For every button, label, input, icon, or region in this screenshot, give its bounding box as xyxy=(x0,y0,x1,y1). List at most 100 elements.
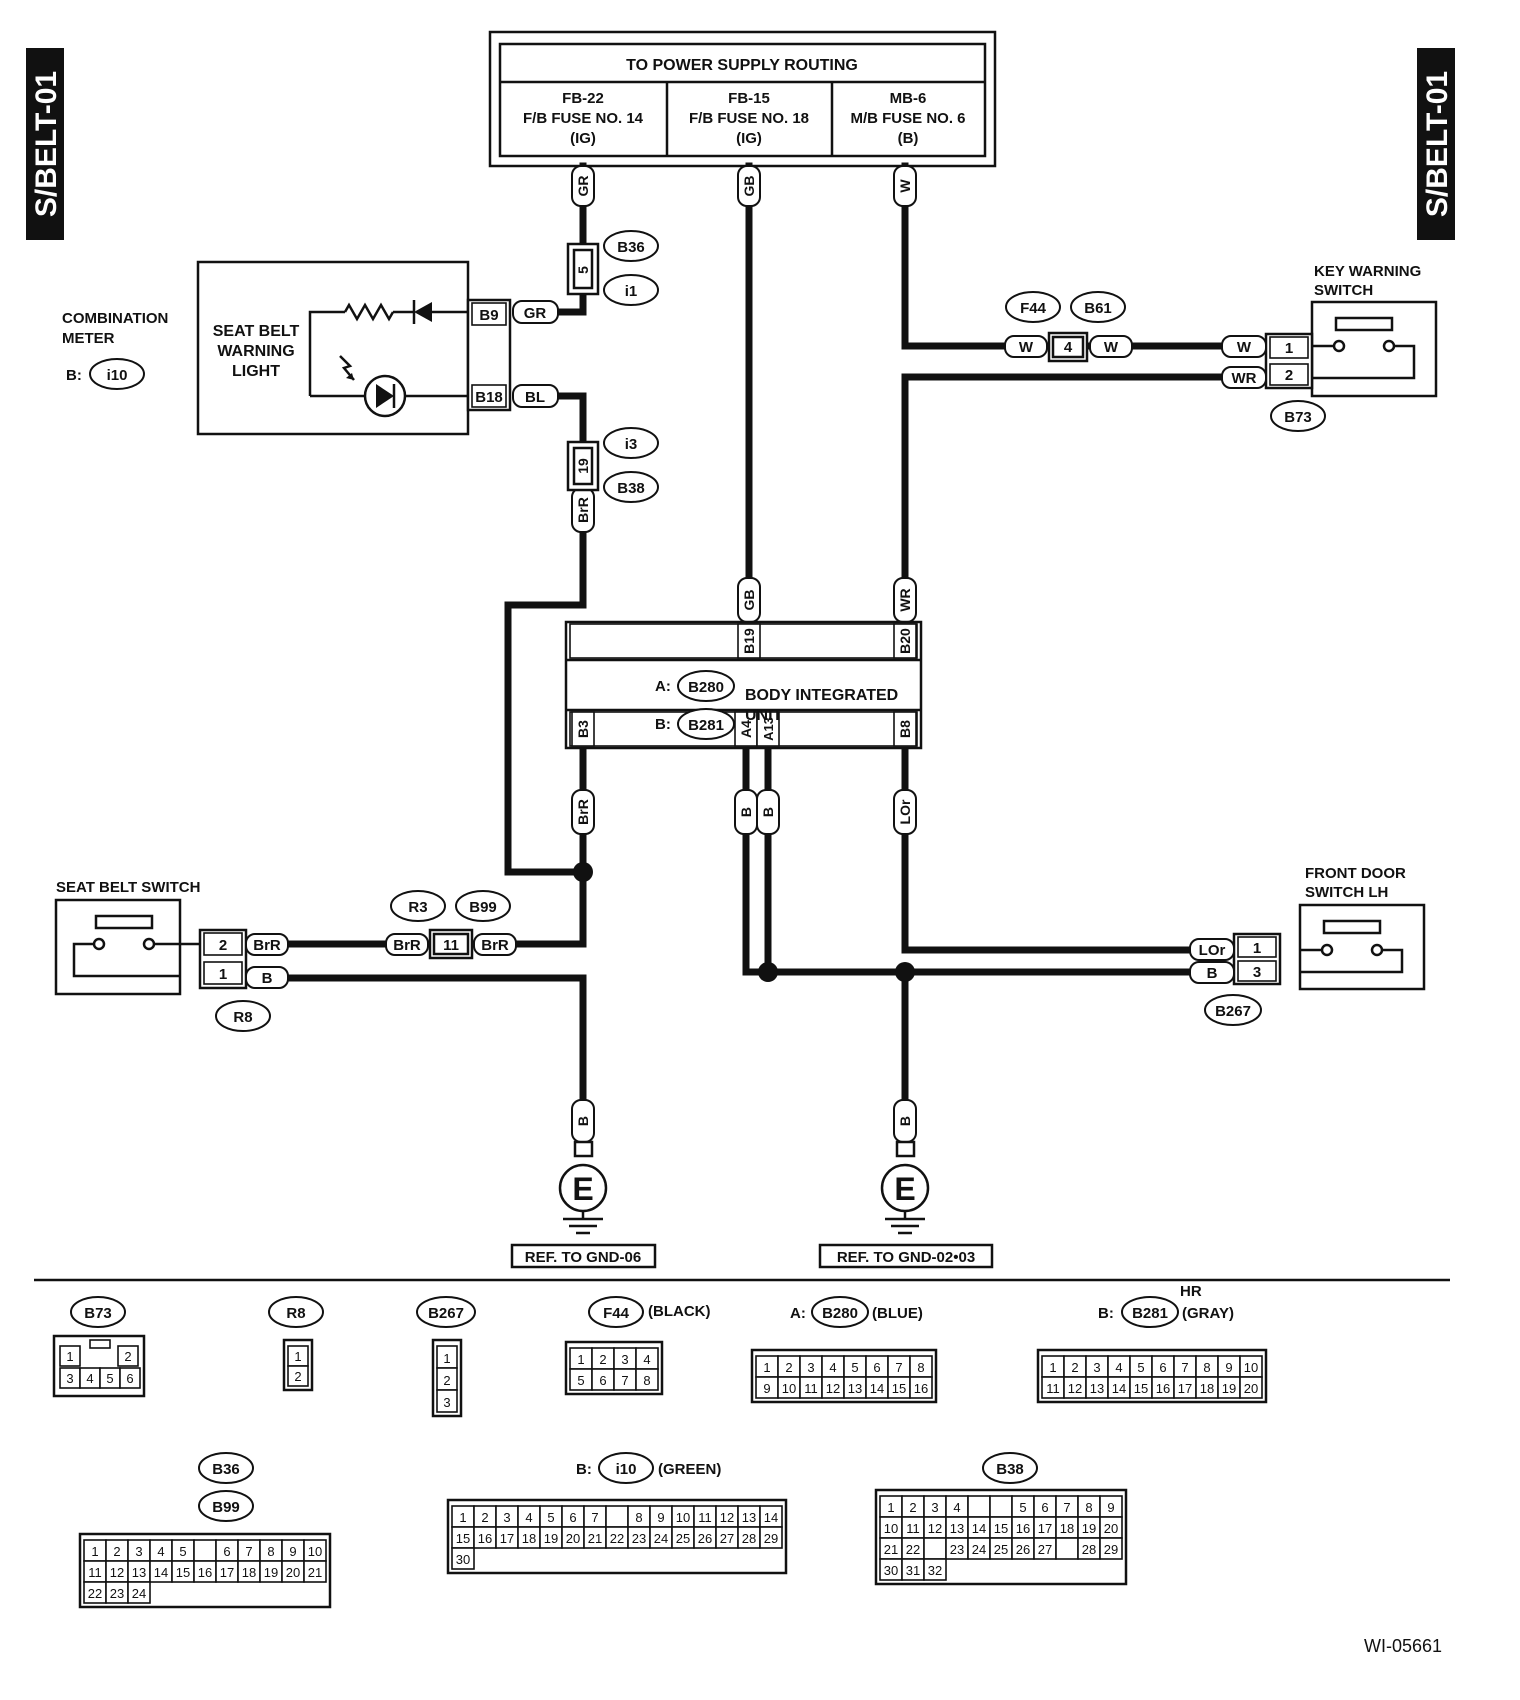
connector-view-i10-pin: 23 xyxy=(632,1531,646,1546)
connector-view-b38-pin: 29 xyxy=(1104,1542,1118,1557)
connector-view-b38-cell xyxy=(1055,1537,1079,1560)
connector-view-b38-pin: 24 xyxy=(972,1542,986,1557)
wire-tag-b-seat: B xyxy=(262,970,273,987)
connector-view-b36-b99-pin: 4 xyxy=(157,1544,164,1559)
connector-view-b36-b99-pin: 21 xyxy=(308,1565,322,1580)
connector-view-i10-pin: 29 xyxy=(764,1531,778,1546)
fuse-1-line2: F/B FUSE NO. 14 xyxy=(523,110,644,127)
connector-view-b38-pin: 25 xyxy=(994,1542,1008,1557)
wire-tag-b-a4-text: B xyxy=(738,807,754,817)
connector-view-i10-pin: 8 xyxy=(635,1510,642,1525)
wire-tag-gb-unit: GB xyxy=(737,577,761,623)
connector-view-i10-pin: 18 xyxy=(522,1531,536,1546)
cv-f44-title: F44 xyxy=(603,1305,630,1322)
wire-tag-gr-top: GR xyxy=(571,165,595,207)
unit-pin-a13: A13 xyxy=(761,717,776,741)
joint-i3-label: i3 xyxy=(625,436,638,453)
wire-tag-w-top-text: W xyxy=(897,179,913,193)
wire-tag-w-f44: W xyxy=(1019,339,1034,356)
connector-view-b280-cell xyxy=(909,1376,933,1399)
connector-view-b281-pin: 17 xyxy=(1178,1381,1192,1396)
wire-tag-b-door: B xyxy=(1207,965,1218,982)
connector-view-b281-pin: 20 xyxy=(1244,1381,1258,1396)
connector-view-i10-pin: 20 xyxy=(566,1531,580,1546)
fuse-3-line3: (B) xyxy=(898,130,919,147)
connector-view-b38-pin: 21 xyxy=(884,1542,898,1557)
connector-view-i10-pin: 7 xyxy=(591,1510,598,1525)
joint-r3-label: R3 xyxy=(408,899,427,916)
connector-view-b38-cell xyxy=(923,1537,947,1560)
connector-view-b36-b99-pin: 7 xyxy=(245,1544,252,1559)
connector-view-b280-pin: 7 xyxy=(895,1360,902,1375)
wire-tag-brr-b3: BrR xyxy=(571,789,595,835)
connector-view-b38-pin: 14 xyxy=(972,1521,986,1536)
connector-view-b38-pin: 1 xyxy=(887,1500,894,1515)
connector-view-b38-pin: 32 xyxy=(928,1563,942,1578)
connector-view-b36-b99-pin: 5 xyxy=(179,1544,186,1559)
cv-i10-color: (GREEN) xyxy=(658,1461,721,1478)
connector-view-b281-pin: 6 xyxy=(1159,1360,1166,1375)
connector-view-b267-pin: 3 xyxy=(443,1395,450,1410)
wire-tag-gr-top-text: GR xyxy=(575,176,591,197)
connector-view-b38-pin: 4 xyxy=(953,1500,960,1515)
connector-view-b280-pin: 16 xyxy=(914,1381,928,1396)
connector-view-b38-pin: 16 xyxy=(1016,1521,1030,1536)
joint-f44-b61: F44 B61 W 4 W xyxy=(1004,291,1133,363)
connector-view-b36-b99-pin: 11 xyxy=(88,1565,102,1580)
warning-light-line1: SEAT BELT xyxy=(213,323,300,340)
connector-view-b73-pin: 1 xyxy=(66,1349,73,1364)
connector-view-r8-pin: 1 xyxy=(294,1349,301,1364)
connector-view-b73-cell xyxy=(59,1345,81,1367)
connector-view-b38-pin: 8 xyxy=(1085,1500,1092,1515)
connector-view-b36-b99-pin: 13 xyxy=(132,1565,146,1580)
connector-view-b73-cell xyxy=(89,1339,111,1349)
connector-view-i10-pin: 11 xyxy=(698,1510,712,1525)
connector-view-b281-pin: 19 xyxy=(1222,1381,1236,1396)
connector-view-b281-pin: 16 xyxy=(1156,1381,1170,1396)
connector-view-b36-b99-pin: 17 xyxy=(220,1565,234,1580)
unit-conn-a-prefix: A: xyxy=(655,678,671,695)
joint-b61-label: B61 xyxy=(1084,300,1112,317)
connector-view-b280-pin: 4 xyxy=(829,1360,836,1375)
connector-view-b38-pin: 19 xyxy=(1082,1521,1096,1536)
power-supply-title: TO POWER SUPPLY ROUTING xyxy=(626,57,858,74)
connector-view-b267: B267 123 xyxy=(416,1296,476,1418)
connector-view-b281-pin: 15 xyxy=(1134,1381,1148,1396)
connector-view-b281-pin: 8 xyxy=(1203,1360,1210,1375)
wire-tag-wr-key: WR xyxy=(1232,370,1257,387)
wire-tag-b-gnd1-text: B xyxy=(575,1116,591,1126)
connector-view-i10-pin: 21 xyxy=(588,1531,602,1546)
door-switch-pin-1: 1 xyxy=(1253,940,1261,957)
joint-i3-b38: 19 i3 B38 xyxy=(566,427,659,503)
diagram-id: WI-05661 xyxy=(1364,1636,1442,1656)
ground-2-ref: REF. TO GND-02•03 xyxy=(837,1249,975,1266)
connector-view-b267-pin: 2 xyxy=(443,1373,450,1388)
connector-view-b38-pin: 15 xyxy=(994,1521,1008,1536)
seat-belt-switch: SEAT BELT SWITCH 2 1 BrR B R8 xyxy=(54,879,289,1032)
connector-view-b38-pin: 11 xyxy=(906,1521,920,1536)
connector-view-b280-pin: 2 xyxy=(785,1360,792,1375)
wire-tag-lor-door: LOr xyxy=(1199,942,1226,959)
connector-view-b73-pin: 5 xyxy=(106,1371,113,1386)
connector-view-b281-pin: 7 xyxy=(1181,1360,1188,1375)
connector-view-b38-pin: 17 xyxy=(1038,1521,1052,1536)
connector-view-b38-pin: 2 xyxy=(909,1500,916,1515)
unit-pin-b19: B19 xyxy=(741,628,757,654)
connector-view-r8: R8 12 xyxy=(268,1296,324,1392)
wire-tag-wr-unit-text: WR xyxy=(897,588,913,611)
joint-b38-label: B38 xyxy=(617,480,645,497)
connector-view-i10-pin: 15 xyxy=(456,1531,470,1546)
connector-view-b281-pin: 14 xyxy=(1112,1381,1126,1396)
cv-b99-title: B99 xyxy=(212,1499,240,1516)
connector-view-b280-pin: 1 xyxy=(763,1360,770,1375)
joint-pin-19: 19 xyxy=(575,458,591,474)
seat-switch-pin-1: 1 xyxy=(219,966,227,983)
wire-tag-wr-unit: WR xyxy=(893,577,917,623)
connector-view-b38-cell xyxy=(1099,1537,1123,1560)
joint-b36-i1: 5 B36 i1 xyxy=(566,230,659,306)
connector-view-f44-pin: 6 xyxy=(599,1373,606,1388)
connector-view-b281-pin: 13 xyxy=(1090,1381,1104,1396)
